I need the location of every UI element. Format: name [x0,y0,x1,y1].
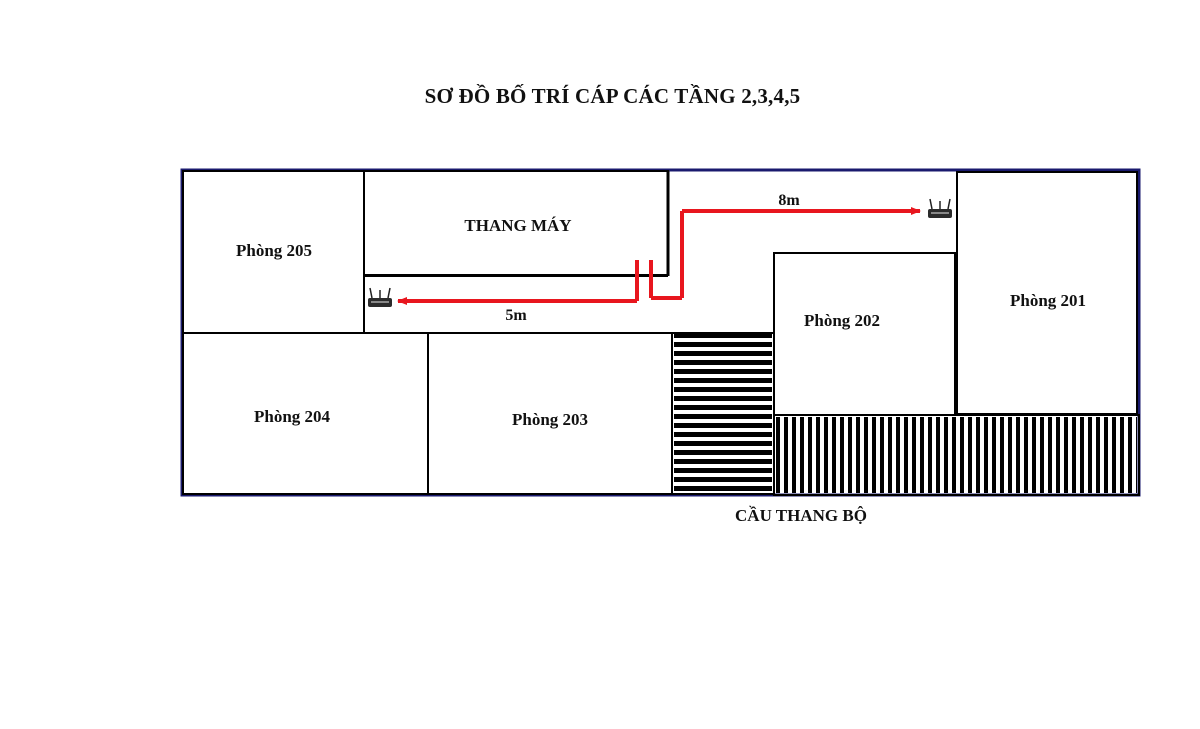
stairs-flight-1 [674,334,772,493]
room-202 [773,252,956,416]
router-icon [928,198,952,218]
diagram-title: SƠ ĐỒ BỐ TRÍ CÁP CÁC TẦNG 2,3,4,5 [424,84,801,108]
room-203-label: Phòng 203 [511,410,589,429]
router-icon [368,287,392,307]
room-204-label: Phòng 204 [253,407,331,426]
cable-right [649,207,921,300]
stairs-flight-2 [776,417,1137,493]
cable-left [397,260,639,305]
elevator-label: THANG MÁY [464,216,572,235]
left-cable-distance: 5m [505,307,527,324]
right-cable-distance: 8m [778,192,800,209]
stairs-label: CẦU THANG BỘ [735,506,867,525]
room-202-label: Phòng 202 [803,311,881,330]
room-201-label: Phòng 201 [1009,291,1087,310]
room-205-label: Phòng 205 [235,241,313,260]
